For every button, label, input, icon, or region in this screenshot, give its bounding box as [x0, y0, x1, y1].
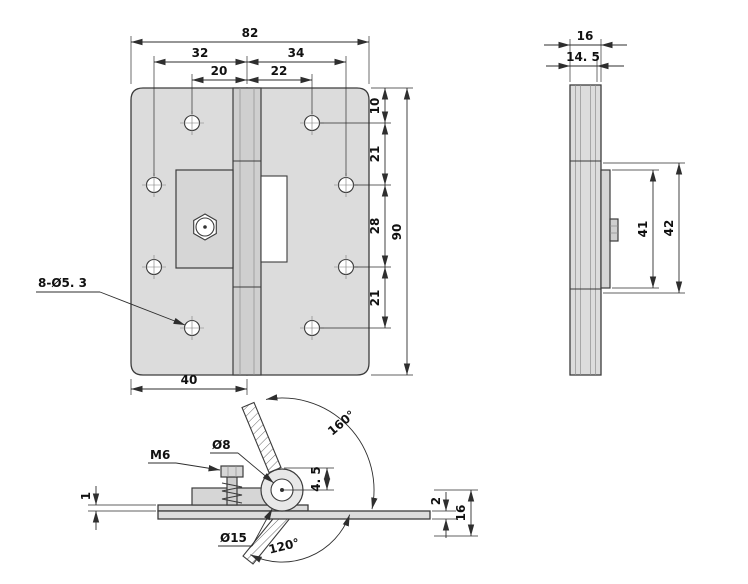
bolt-label-leader [175, 462, 221, 472]
angle-arc-120 [250, 514, 351, 563]
dim-hole-pitch-middle: 28 [368, 218, 382, 235]
angle-arc-160 [265, 394, 378, 510]
side-view: 16 14. 5 41 42 [544, 29, 685, 376]
dim-hole-pitch-upper: 21 [368, 146, 382, 163]
dim-bracket-outer-height: 42 [662, 220, 676, 237]
hex-nut-center [203, 225, 207, 229]
dim-pin-offset: 4. 5 [309, 466, 323, 491]
dim-hole-top-offset: 10 [368, 98, 382, 115]
clamp-window [260, 175, 288, 263]
dim-total-width: 82 [242, 26, 259, 40]
front-view: 82 32 34 20 22 10 21 28 21 90 40 8-Ø5. 3 [36, 26, 413, 395]
dim-leaf-thickness: 2 [429, 497, 443, 505]
hex-nut-thread [195, 217, 215, 237]
side-body [569, 84, 602, 376]
hinge-leaf-right [246, 87, 370, 376]
dim-bracket-height: 41 [636, 221, 650, 238]
fixed-leaf-plate [157, 510, 431, 520]
dim-right-span: 34 [288, 46, 305, 60]
pin-dia-label: Ø8 [212, 438, 231, 452]
side-nut [609, 218, 619, 242]
dim-end-height: 16 [454, 505, 468, 522]
mounting-holes [142, 111, 358, 340]
dim-inner-left: 20 [211, 64, 228, 78]
front-extension-lines [130, 36, 413, 395]
dim-hole-pitch-lower: 21 [368, 290, 382, 307]
dim-left-span: 32 [192, 46, 209, 60]
spring-washer [221, 482, 243, 504]
pin-dia-leader [237, 452, 274, 484]
hole-callout-leader [99, 291, 186, 326]
section-view: 160° 120° M6 Ø8 Ø15 4. 5 1 2 [79, 394, 478, 565]
dim-sheet-thickness: 1 [79, 492, 93, 500]
dim-inner-right: 22 [271, 64, 288, 78]
angle-open-label: 160° [325, 408, 358, 439]
dim-inner-thickness: 14. 5 [566, 50, 600, 64]
knuckle-dia-label: Ø15 [220, 531, 247, 545]
bolt-label: M6 [150, 448, 170, 462]
bolt-head [220, 465, 244, 478]
side-bracket [600, 169, 611, 289]
knuckle-dia-leader [251, 508, 273, 547]
dim-total-height: 90 [390, 224, 404, 241]
hinge-barrel [232, 87, 262, 376]
hole-callout-text: 8-Ø5. 3 [38, 276, 87, 290]
dim-leaf-width: 40 [181, 373, 198, 387]
moving-leaf-open [241, 401, 282, 474]
dim-thickness: 16 [577, 29, 594, 43]
